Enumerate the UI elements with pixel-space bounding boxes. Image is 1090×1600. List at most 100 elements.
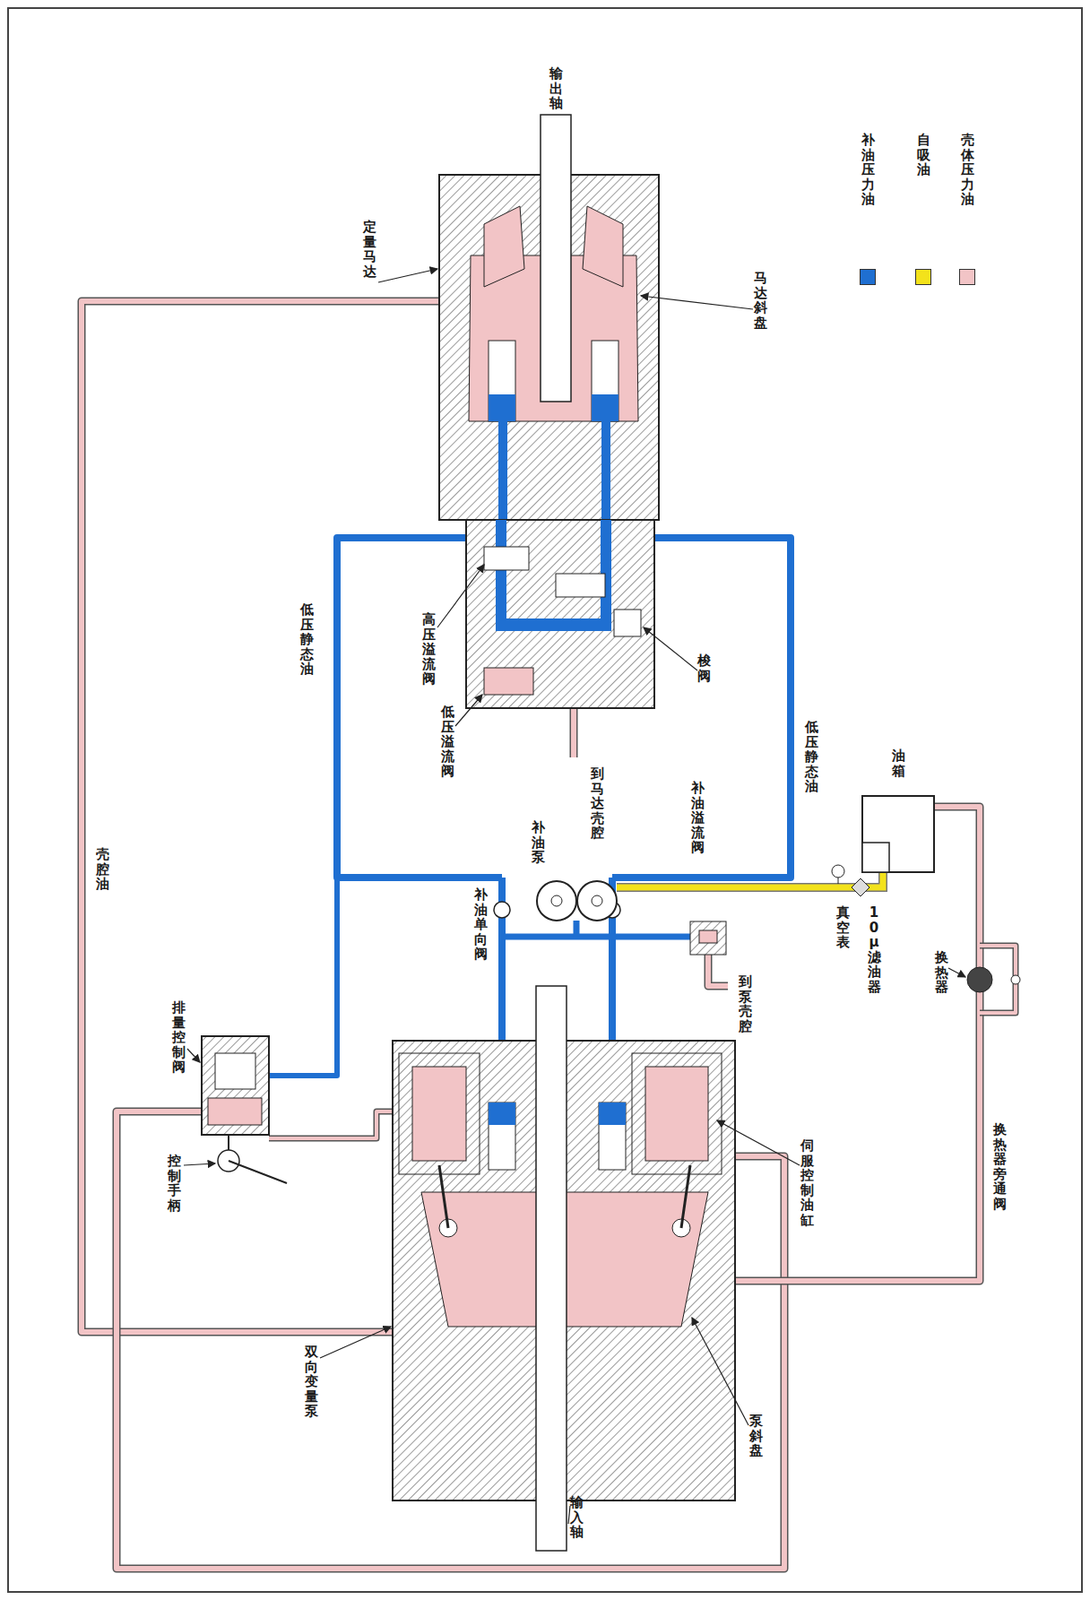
- leader-lines: [948, 968, 966, 978]
- part-label: 高压溢流阀: [422, 612, 436, 687]
- part-label: 到泵壳腔: [738, 974, 753, 1034]
- part-label: 梭阀: [697, 653, 711, 684]
- variable-pump: [631, 1053, 722, 1175]
- leader-lines: [640, 295, 753, 310]
- displacement-control-valve: [207, 1098, 262, 1125]
- valve-block: [466, 519, 655, 709]
- leader-lines: [692, 1317, 749, 1426]
- oil-tank: [862, 795, 935, 873]
- fixed-motor: [591, 394, 619, 422]
- fixed-motor: [488, 394, 516, 422]
- filter-gauge-symbols: [851, 878, 870, 897]
- fixed-motor: [591, 340, 619, 422]
- fixed-motor: [484, 206, 525, 287]
- leader-lines: [717, 1120, 800, 1166]
- leader-lines: [183, 1163, 216, 1166]
- oil-tank: [862, 795, 935, 873]
- part-label: 换热器旁通阀: [993, 1122, 1007, 1212]
- variable-pump: [488, 1102, 516, 1125]
- fixed-motor: [582, 206, 623, 287]
- variable-pump: [439, 1165, 449, 1229]
- legend-swatch: [915, 268, 932, 286]
- charge-relief-valve: [690, 921, 727, 955]
- leader-lines: [643, 627, 698, 671]
- displacement-control-valve: [215, 1053, 256, 1090]
- frame-border: [8, 8, 1082, 1592]
- part-label: 定量马达: [363, 219, 377, 279]
- part-label: 马达斜盘: [753, 270, 768, 330]
- part-label: 低压静态油: [804, 719, 819, 795]
- valve-block: [495, 519, 507, 628]
- legend-text: 壳体压力油: [960, 132, 975, 208]
- displacement-control-valve: [201, 1036, 269, 1135]
- part-label: 壳腔油: [95, 847, 110, 892]
- part-label: 输入轴: [570, 1495, 584, 1540]
- displacement-control-valve: [227, 1134, 230, 1151]
- legend-swatch: [859, 268, 876, 286]
- check-valves: [493, 901, 511, 918]
- legend-swatch: [959, 268, 976, 286]
- heat-exchanger-symbol: [967, 967, 1021, 993]
- variable-pump: [398, 1053, 480, 1175]
- part-label: 低压静态油: [300, 602, 314, 677]
- part-label: 输出轴: [549, 66, 563, 112]
- case-oil-pipes: [81, 301, 440, 1333]
- charge-relief-valve: [699, 930, 718, 943]
- part-label: 泵斜盘: [749, 1413, 763, 1459]
- legend-text: 自吸油: [916, 132, 931, 178]
- part-label: 10μ 滤油器: [867, 905, 882, 995]
- part-label: 补油泵: [531, 820, 545, 866]
- variable-pump: [645, 1066, 709, 1161]
- valve-block: [484, 546, 529, 571]
- part-label: 控制手柄: [167, 1153, 182, 1213]
- part-label: 双向变量泵: [304, 1344, 319, 1419]
- leader-lines: [455, 694, 483, 727]
- valve-block: [484, 667, 534, 695]
- part-label: 补油溢流阀: [691, 780, 705, 856]
- fixed-motor: [488, 340, 516, 422]
- part-label: 补油单向阀: [474, 887, 488, 962]
- variable-pump: [412, 1066, 467, 1161]
- charge-pump-gears: [536, 881, 617, 921]
- charge-pump-gears: [577, 881, 617, 921]
- charge-pump-gears: [551, 895, 563, 907]
- charge-relief-valve: [690, 921, 727, 955]
- case-oil-pipes: [268, 1111, 399, 1139]
- variable-pump: [598, 1102, 626, 1125]
- displacement-control-valve: [201, 1036, 287, 1184]
- variable-pump: [488, 1102, 516, 1170]
- valve-block: [466, 519, 655, 709]
- charge-loop: [268, 877, 338, 1076]
- part-label: 到马达壳腔: [590, 766, 605, 841]
- part-label: 换热器: [934, 950, 949, 995]
- fixed-motor: [439, 114, 659, 538]
- part-label: 伺服控制油缸: [800, 1138, 814, 1228]
- frame-border: [8, 8, 1082, 1592]
- valve-block: [555, 573, 606, 597]
- charge-loop: [573, 920, 580, 937]
- fixed-motor: [540, 114, 571, 402]
- part-label: 真空表: [836, 905, 850, 951]
- charge-loop: [501, 934, 691, 941]
- heat-exchanger-symbol: [967, 967, 993, 993]
- valve-block: [495, 618, 612, 632]
- case-oil-pipes: [81, 301, 440, 1333]
- legend-text: 补油压力油: [861, 132, 875, 208]
- charge-pump-gears: [536, 881, 577, 921]
- leader-lines: [378, 268, 438, 283]
- variable-pump: [681, 1165, 691, 1229]
- charge-pump-gears: [591, 895, 603, 907]
- leader-lines: [183, 268, 966, 1524]
- case-oil-pipes: [268, 1111, 399, 1139]
- heat-exchanger-symbol: [1011, 975, 1021, 985]
- variable-pump: [536, 986, 567, 1551]
- leader-lines: [320, 1326, 391, 1359]
- variable-pump: [392, 986, 736, 1551]
- displacement-control-valve: [228, 1160, 287, 1184]
- part-label: 低压溢流阀: [441, 704, 455, 779]
- charge-loop: [268, 537, 791, 1112]
- variable-pump: [598, 1102, 626, 1170]
- part-label: 油箱: [891, 748, 906, 779]
- filter-gauge-symbols: [831, 865, 845, 878]
